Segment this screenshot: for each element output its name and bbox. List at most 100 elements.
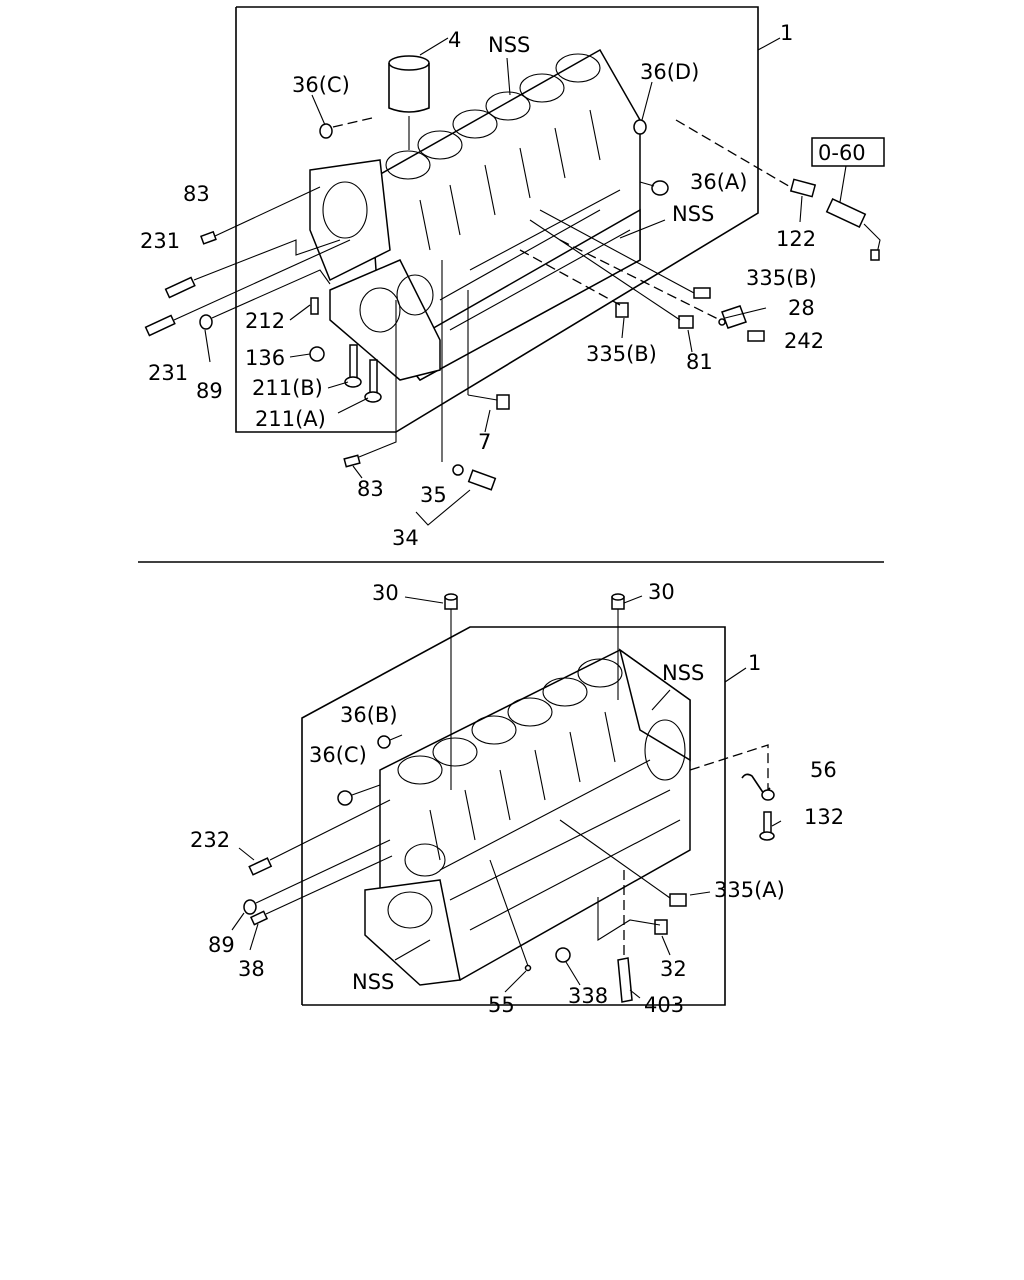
bracket-56 xyxy=(741,773,775,801)
callout-36b: 36(B) xyxy=(340,703,398,727)
plug-89-bottom xyxy=(243,899,257,915)
callout-403: 403 xyxy=(644,993,684,1017)
callout-335b-b: 335(B) xyxy=(586,342,657,366)
dowel-pin-83 xyxy=(200,230,217,245)
plug-36c-bottom xyxy=(337,790,353,806)
callout-136: 136 xyxy=(245,346,285,370)
callout-nss-b2: NSS xyxy=(352,970,394,994)
ball-55 xyxy=(524,964,532,972)
bolt-211b xyxy=(344,344,362,388)
nozzle-403 xyxy=(617,957,633,1003)
plug-32 xyxy=(654,919,668,935)
callout-28: 28 xyxy=(788,296,815,320)
leader-122 xyxy=(675,119,793,189)
bolt-242 xyxy=(747,330,765,342)
assembly-frame-top xyxy=(235,6,759,433)
bolt-81 xyxy=(678,315,694,329)
bottom-exploded-view xyxy=(231,593,782,1006)
callout-211a: 211(A) xyxy=(255,407,326,431)
leader-83-top xyxy=(214,186,321,237)
callout-242: 242 xyxy=(784,329,824,353)
callout-232: 232 xyxy=(190,828,230,852)
callout-211b: 211(B) xyxy=(252,376,323,400)
callout-81: 81 xyxy=(686,350,713,374)
leader-231-b xyxy=(173,239,351,321)
dowel-pin-83-lower xyxy=(343,454,361,468)
plug-338 xyxy=(555,947,571,963)
callout-30-b: 30 xyxy=(648,580,675,604)
leader-32 xyxy=(597,897,661,941)
leader-1-bottom xyxy=(724,667,747,683)
plug-89 xyxy=(199,314,213,330)
cylinder-block-top xyxy=(309,48,641,381)
pin-38 xyxy=(249,910,269,926)
plug-36b xyxy=(377,735,391,749)
fitting-122 xyxy=(789,178,817,198)
callout-212: 212 xyxy=(245,309,285,333)
callout-36c-top: 36(C) xyxy=(292,73,350,97)
callout-83-bot: 83 xyxy=(357,477,384,501)
callout-1-top: 1 xyxy=(780,21,793,45)
reference-box-0-60 xyxy=(811,137,885,167)
bracket-28 xyxy=(718,305,747,329)
callout-335a: 335(A) xyxy=(714,878,785,902)
union-34 xyxy=(467,469,497,491)
sensor-0-60 xyxy=(825,198,881,261)
stud-231-b xyxy=(144,314,176,337)
callout-132: 132 xyxy=(804,805,844,829)
callout-35: 35 xyxy=(420,483,447,507)
assembly-frame-bottom xyxy=(301,626,726,1006)
bracket-34 xyxy=(415,489,471,526)
callout-34: 34 xyxy=(392,526,419,550)
callout-55: 55 xyxy=(488,993,515,1017)
leader-231-a xyxy=(193,239,341,281)
callout-338: 338 xyxy=(568,984,608,1008)
callout-36d: 36(D) xyxy=(640,60,699,84)
callout-7: 7 xyxy=(478,430,491,454)
plug-36c-top xyxy=(319,123,333,139)
callout-231-b: 231 xyxy=(148,361,188,385)
bolt-132 xyxy=(759,811,775,841)
pin-212 xyxy=(310,297,319,315)
plug-36d xyxy=(633,119,647,135)
stud-232 xyxy=(248,857,273,876)
callout-36c-bottom: 36(C) xyxy=(309,743,367,767)
callout-32: 32 xyxy=(660,957,687,981)
callout-0-60: 0-60 xyxy=(818,141,866,165)
callout-1-bottom: 1 xyxy=(748,651,761,675)
callout-231-a: 231 xyxy=(140,229,180,253)
callout-89-top: 89 xyxy=(196,379,223,403)
bolt-7 xyxy=(496,394,510,410)
bolt-335a xyxy=(669,893,687,907)
cylinder-block-bottom xyxy=(364,648,691,986)
plug-136 xyxy=(309,346,325,362)
top-exploded-view xyxy=(144,6,885,526)
bolt-335b-a xyxy=(693,287,711,299)
callout-38: 38 xyxy=(238,957,265,981)
leader-335b-a xyxy=(539,209,695,294)
stud-231-a xyxy=(164,276,196,299)
leader-36c-top xyxy=(332,117,373,128)
callout-nss-top: NSS xyxy=(488,33,530,57)
leader-89 xyxy=(211,269,331,319)
o-ring-35 xyxy=(452,464,464,476)
leader-56 xyxy=(689,744,769,790)
plug-30-b xyxy=(611,593,625,610)
callout-nss-b1: NSS xyxy=(662,661,704,685)
callout-56: 56 xyxy=(810,758,837,782)
plug-30-a xyxy=(444,593,458,610)
callout-4: 4 xyxy=(448,28,461,52)
callout-83-top: 83 xyxy=(183,182,210,206)
bolt-211a xyxy=(364,359,382,403)
plug-36a xyxy=(651,180,669,196)
cylinder-liner xyxy=(388,55,430,150)
callout-89-bottom: 89 xyxy=(208,933,235,957)
leader-83-bot xyxy=(358,300,397,458)
leader-1-top xyxy=(757,37,781,51)
callout-36a: 36(A) xyxy=(690,170,747,194)
callout-335b-a: 335(B) xyxy=(746,266,817,290)
bolt-335b-b xyxy=(615,302,629,318)
callout-nss-mid: NSS xyxy=(672,202,714,226)
